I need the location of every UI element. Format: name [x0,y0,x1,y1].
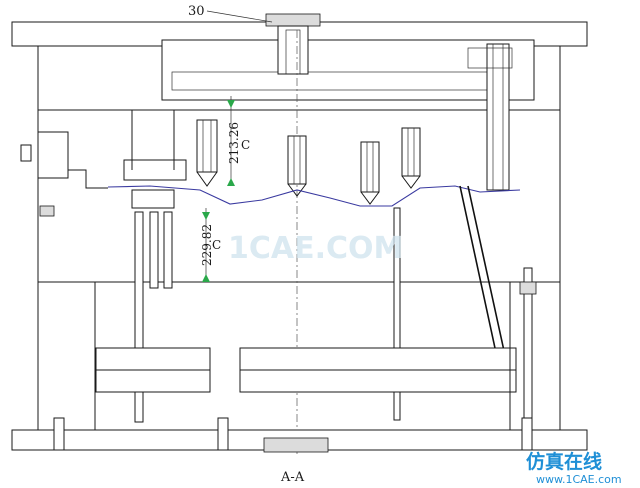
ejector-plates [94,282,517,430]
balloon-number: 30 [188,4,205,19]
hot-nozzle-1 [196,119,218,187]
hot-nozzle-4 [401,127,421,189]
hot-nozzle-5-long [467,43,513,191]
bottom-clamp-plate [11,417,588,453]
center-watermark: 1CAE.COM [228,231,403,266]
dimension-marker-2 [202,208,210,282]
brand-name: 仿真在线 [526,450,602,473]
dimension-suffix-1: C [241,138,250,152]
dimension-suffix-2: C [212,238,221,252]
brand-url: www.1CAE.com [536,473,622,486]
balloon-callout: 30 [188,4,273,23]
dimension-value-2: 229.82 [200,224,214,266]
sprue-bushing [265,13,321,75]
part-profile [107,185,521,207]
left-side-block [20,131,108,217]
hot-runner-manifold [161,39,535,101]
ejector-pin-right [519,267,537,431]
dimension-value-1: 213.26 [227,122,241,164]
hot-nozzle-3 [360,141,380,205]
section-label: A-A [280,470,305,485]
hot-nozzle-2 [287,135,307,197]
ejector-pin-center [393,207,401,421]
lifter-left [123,110,187,423]
dimension-marker-1 [227,96,235,186]
